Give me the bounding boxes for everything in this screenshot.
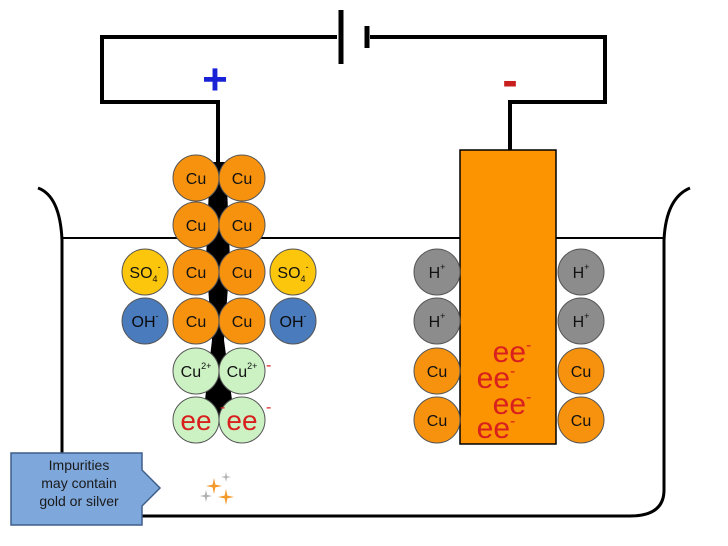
circuit-wire [100, 35, 607, 170]
cathode-ion-right-circle [557, 248, 605, 296]
side-ion-right: OH- [269, 297, 317, 345]
cathode-electron: ee- [493, 336, 532, 369]
cathode-ion-right: Cu [557, 396, 605, 444]
anode-atom: Cu [218, 297, 266, 345]
impurities-callout-shape [10, 452, 162, 526]
anode-atom: Cu2+ [172, 347, 220, 395]
cathode-plate [459, 149, 557, 445]
anode-atom: Cu [218, 201, 266, 249]
side-ion-right-circle [269, 297, 317, 345]
anode-atom-circle [218, 297, 266, 345]
cathode-ion-right-circle [557, 297, 605, 345]
cathode-ion-right-label: Cu [571, 364, 591, 381]
anode-side-ions: SO4- SO4- OH- OH- [121, 248, 317, 345]
anode-atom-label: Cu [232, 171, 252, 188]
positive-terminal-sign: + [202, 55, 228, 104]
side-ion-left-label: OH- [132, 311, 159, 331]
cathode-ion-left: H+ [413, 297, 461, 345]
side-ion-left-circle [121, 297, 169, 345]
cathode-ion-right-circle [557, 396, 605, 444]
callout-line-1: Impurities [48, 457, 110, 473]
cathode-electrons: ee-ee-ee-ee- [477, 336, 532, 445]
side-ion-right: SO4- [269, 248, 317, 296]
side-ion-left: OH- [121, 297, 169, 345]
cathode-ion-left-circle [413, 248, 461, 296]
anode-atom-circle [218, 154, 266, 202]
cathode-ion-right-label: Cu [571, 413, 591, 430]
cathode-electron: ee- [477, 412, 516, 445]
anode-atom: Cu [172, 154, 220, 202]
anode-atom-circle [218, 347, 266, 395]
anode-atom-label: Cu [232, 314, 252, 331]
electron-charge: - [266, 357, 271, 374]
anode-atom-circle [218, 201, 266, 249]
anode-atom-label: Cu [186, 314, 206, 331]
cathode-ion-right: H+ [557, 248, 605, 296]
sparkle-icon [206, 478, 222, 494]
side-ion-right-circle [269, 248, 317, 296]
battery-icon [338, 10, 370, 64]
cathode-ion-left: H+ [413, 248, 461, 296]
anode-atom: Cu2+ [218, 347, 266, 395]
impurities-callout-text: Impurities may contain gold or silver [14, 456, 144, 510]
cathode-electron: ee- [477, 362, 516, 395]
anode-atom: Cu [172, 248, 220, 296]
anode-atom-label: Cu [186, 265, 206, 282]
anode-ion-circle [218, 396, 266, 444]
anode-atom-circle [218, 248, 266, 296]
anode-atom-label: Cu [186, 171, 206, 188]
cathode-ion-right: Cu [557, 347, 605, 395]
side-ion-left: SO4- [121, 248, 169, 296]
cathode-ion-left-circle [413, 396, 461, 444]
cathode-electron: ee- [493, 388, 532, 421]
cathode-ion-left-label: Cu [427, 364, 447, 381]
anode-atom: Cu [218, 248, 266, 296]
anode-atom: Cu [172, 201, 220, 249]
sparkle-icon [218, 489, 234, 505]
anode-atom: Cu [218, 154, 266, 202]
impurity-sparkles [200, 472, 234, 505]
sparkle-icon [221, 472, 231, 482]
cathode-ion-right-circle [557, 347, 605, 395]
side-ion-left-circle [121, 248, 169, 296]
cathode-ion-left: Cu [413, 347, 461, 395]
cathode-ion-left-label: Cu [427, 413, 447, 430]
electron-charge: - [266, 399, 271, 416]
beaker [37, 186, 691, 518]
anode-atom-label: Cu [232, 265, 252, 282]
anode-electron-label: ee [180, 405, 211, 436]
cathode-ion-left-circle [413, 297, 461, 345]
callout-line-3: gold or silver [39, 493, 119, 509]
side-ion-right-label: OH- [280, 311, 307, 331]
negative-terminal-sign: - [502, 54, 517, 106]
electron-charge: - [220, 399, 225, 416]
cathode-ion-left-circle [413, 347, 461, 395]
cathode-ion-right: H+ [557, 297, 605, 345]
anode-atom-label: Cu [232, 218, 252, 235]
sparkle-icon [200, 490, 212, 502]
anode-atom-label: Cu [186, 218, 206, 235]
anode-electron-label: ee [226, 405, 257, 436]
anode-atom: Cu [172, 297, 220, 345]
cathode-ion-left: Cu [413, 396, 461, 444]
callout-line-2: may contain [41, 475, 117, 491]
